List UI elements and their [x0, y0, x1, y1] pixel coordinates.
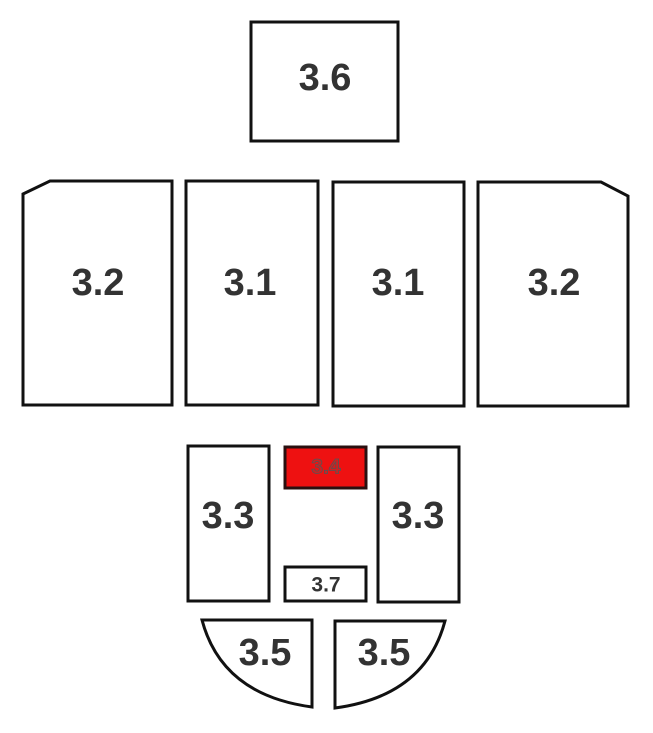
part-label: 3.3: [392, 495, 445, 537]
part-3-5-left[interactable]: 3.5: [200, 618, 314, 709]
part-label: 3.5: [358, 632, 411, 674]
part-3-5-right[interactable]: 3.5: [333, 619, 447, 710]
part-label: 3.1: [224, 262, 277, 304]
part-label: 3.3: [202, 495, 255, 537]
part-3-3-left[interactable]: 3.3: [186, 444, 271, 603]
part-3-4-highlighted[interactable]: 3.4: [283, 445, 368, 490]
part-3-6[interactable]: 3.6: [249, 20, 400, 143]
part-3-1-left[interactable]: 3.1: [184, 179, 320, 407]
part-3-1-right[interactable]: 3.1: [331, 180, 466, 408]
part-3-3-right[interactable]: 3.3: [376, 445, 461, 604]
part-label: 3.2: [72, 262, 125, 304]
part-3-2-right[interactable]: 3.2: [476, 180, 630, 408]
part-label: 3.7: [311, 574, 340, 597]
part-3-2-left[interactable]: 3.2: [21, 179, 174, 407]
part-label: 3.6: [299, 57, 352, 99]
part-3-7[interactable]: 3.7: [283, 565, 368, 603]
part-label: 3.2: [528, 262, 581, 304]
part-label: 3.5: [239, 632, 292, 674]
part-label: 3.1: [372, 262, 425, 304]
part-label: 3.4: [311, 456, 341, 479]
